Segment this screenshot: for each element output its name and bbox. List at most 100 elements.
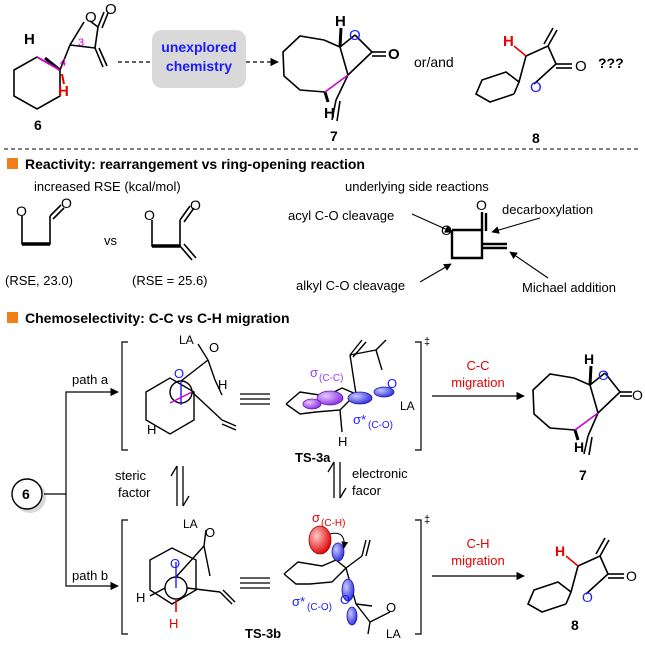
side-reaction-lactone [450,212,507,260]
ts3b-newman [149,529,236,605]
unexplored-chemistry-box [152,30,246,88]
compound-7-label: 7 [330,128,338,144]
section2-bullet [7,312,18,323]
ts3a-dagger: ‡ [424,336,430,348]
product-8-structure [526,537,624,613]
rse-left: (RSE, 23.0) [5,273,73,288]
vs-text: vs [104,233,118,248]
start-6-circle [11,478,43,510]
product-8-red-bond [565,555,579,567]
ch-label-1: C-H [466,536,489,551]
compound-8-label: 8 [532,130,540,146]
product-8-label: 8 [571,617,579,633]
sigma-star-b: σ* [292,594,305,609]
sigma-ch-sub: (C-H) [321,518,345,529]
methylene-lactone-o: O [144,207,155,223]
methylene-lactone-carbonyl-o: O [190,197,201,213]
equiv-sign-b [240,577,270,589]
ts3b-bracket-right [415,519,422,635]
ts3a-bracket-right [415,341,422,451]
ts3b-label: TS-3b [245,626,281,641]
acyl-cleavage: acyl C-O cleavage [288,208,394,223]
orbital-cc-lobe-1 [316,390,344,406]
compound-6-h-red: H [58,83,69,100]
orbital-b-lobe-1 [331,542,345,562]
ts3b-dagger: ‡ [424,514,430,526]
ts3a-bracket-left [121,341,128,451]
equiv-sign-a [240,393,270,405]
compound-6-ring-o: O [85,9,97,26]
compound-6-red-bond [61,73,65,85]
michael-addition: Michael addition [522,280,616,295]
path-b-label: path b [72,568,108,583]
ch-migration-curved-arrow [329,532,349,549]
rse-right: (RSE = 25.6) [132,273,208,288]
product-7-h-bottom: H [574,439,584,455]
compound-8-red-bond [513,45,527,57]
ts3b-bracket-left [121,519,128,635]
orbital-b-lobe-2 [341,578,355,602]
side-reaction-arrows [411,213,549,283]
ts3a-h-left: H [147,422,156,437]
path-b-arrow [65,494,119,591]
sigma-cc-sub: (C-C) [319,373,343,384]
small-lactone-carbonyl-o: O [61,195,72,211]
ts3b-3d-la: LA [386,627,401,641]
ts3b-ring-o: O [170,556,180,571]
ts3b-carbonyl-o: O [205,525,215,540]
ts3b-la: LA [183,517,198,531]
sigma-cc: σ [310,365,318,380]
ts3a-magenta-bond [169,391,193,404]
orbital-b-lobe-3 [346,606,358,626]
compound-8-h: H [503,33,514,50]
product-7-h-top: H [584,351,594,367]
start-6-label: 6 [22,486,30,502]
ts3a-3d [285,339,387,433]
sigma-star-a: σ* [353,412,366,427]
side-lactone-carbonyl-o: O [476,197,487,213]
question-marks: ??? [598,55,624,71]
cc-label-2: migration [451,375,504,390]
product-7-ring-o: O [598,367,609,383]
orbital-co-lobe-1 [347,391,373,405]
ts3b-3d-o2: O [386,600,396,615]
cc-label-1: C-C [466,358,489,373]
ts3a-3d-la: LA [400,399,415,413]
compound-7-ring-o: O [349,27,361,44]
sigma-ch: σ [312,510,320,525]
ts3b-h-left: H [136,590,145,605]
alkyl-cleavage: alkyl C-O cleavage [296,278,405,293]
ts3b-h-red: H [169,616,178,631]
compound-8-carbonyl-o: O [575,58,587,75]
compound-7-carbonyl-o: O [388,46,400,63]
ts3a-la: LA [179,333,194,347]
equilibrium-left [170,465,190,507]
sigma-star-a-sub: (C-O) [368,420,393,431]
ts3a-3d-h: H [338,434,347,449]
side-reactions-heading: underlying side reactions [345,179,489,194]
steric-2: factor [118,485,151,500]
methylene-lactone [151,205,197,261]
locant-3: 3 [78,37,84,49]
small-lactone-o: O [16,203,27,219]
ts3b-3d [283,539,391,635]
orbital-co-lobe-2 [373,386,395,398]
ch-label-2: migration [451,553,504,568]
compound-7-structure [282,27,386,122]
ts3b-3d-o: O [340,592,350,607]
compound-6-structure [13,11,109,110]
locant-4: 4 [60,57,66,69]
ts3a-label: TS-3a [295,450,331,465]
compound-7-h-top: H [335,13,346,30]
electronic-2: facor [352,483,382,498]
product-7-structure [532,365,632,456]
orbital-ch-lobe [308,525,332,555]
box-line-2: chemistry [166,58,232,74]
compound-8-ring-o: O [530,79,542,96]
decarboxylation: decarboxylation [502,202,593,217]
box-line-1: unexplored [161,39,236,55]
section1-title: Reactivity: rearrangement vs ring-openin… [25,156,365,172]
compound-6-magenta-bond [36,56,61,71]
